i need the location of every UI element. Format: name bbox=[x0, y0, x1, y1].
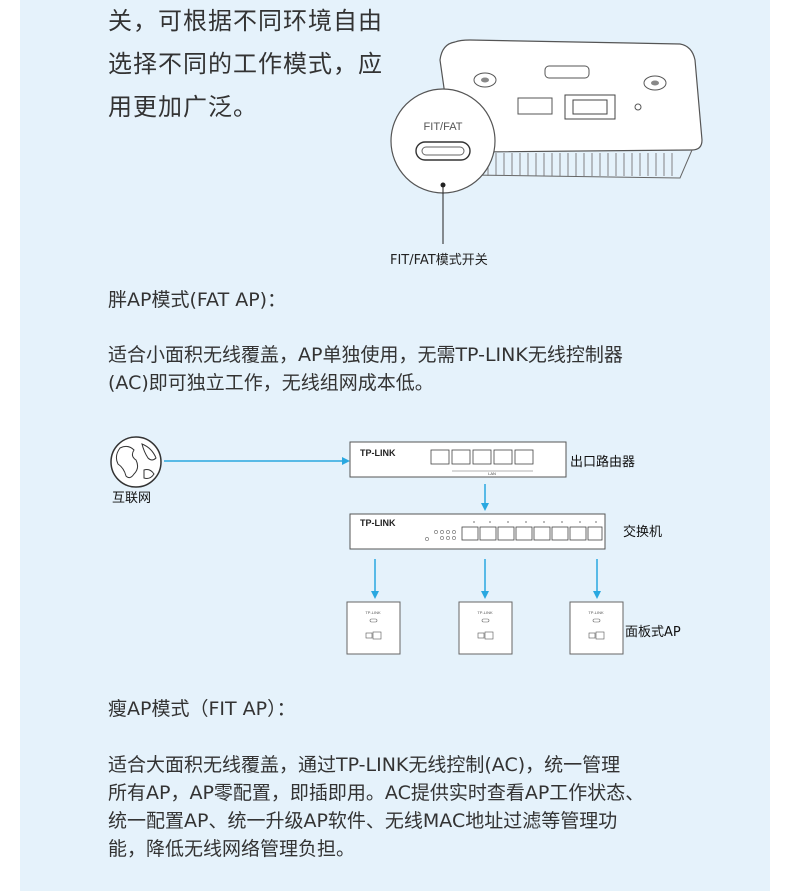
fit-mode-description: 适合大面积无线覆盖，通过TP-LINK无线控制(AC)，统一管理 所有AP，AP… bbox=[108, 751, 708, 863]
network-diagram-svg: TP-LINK LAN TP-LINK bbox=[110, 436, 624, 655]
fat-mode-description: 适合小面积无线覆盖，AP单独使用，无需TP-LINK无线控制器 (AC)即可独立… bbox=[108, 341, 708, 397]
switch-brand: TP-LINK bbox=[360, 518, 396, 528]
panel-ap-icon: TP-LINK bbox=[569, 601, 624, 655]
router-icon bbox=[349, 441, 567, 478]
switch-icon bbox=[349, 513, 606, 550]
router-port-label: LAN bbox=[488, 471, 496, 476]
switch-caption: FIT/FAT模式开关 bbox=[390, 253, 488, 268]
router-label: 出口路由器 bbox=[570, 455, 636, 470]
router-brand: TP-LINK bbox=[360, 448, 396, 458]
panel-ap-icon: TP-LINK bbox=[458, 601, 513, 655]
network-diagram: TP-LINK LAN TP-LINK bbox=[100, 430, 720, 670]
ap-brand: TP-LINK bbox=[365, 610, 381, 615]
fit-mode-title: 瘦AP模式（FIT AP）： bbox=[108, 698, 296, 720]
fat-desc-line: 适合小面积无线覆盖，AP单独使用，无需TP-LINK无线控制器 bbox=[108, 344, 623, 366]
fit-desc-line: 适合大面积无线覆盖，通过TP-LINK无线控制(AC)，统一管理 bbox=[108, 754, 621, 776]
internet-label: 互联网 bbox=[112, 491, 152, 506]
fat-desc-line: (AC)即可独立工作，无线组网成本低。 bbox=[108, 372, 434, 394]
switch-label: 交换机 bbox=[623, 525, 663, 540]
intro-line: 选择不同的工作模式，应 bbox=[108, 50, 383, 78]
intro-line: 关，可根据不同环境自由 bbox=[108, 7, 383, 35]
fit-desc-line: 能，降低无线网络管理负担。 bbox=[108, 838, 356, 860]
fit-desc-line: 统一配置AP、统一升级AP软件、无线MAC地址过滤等管理功 bbox=[108, 810, 618, 832]
fat-mode-title: 胖AP模式(FAT AP)： bbox=[108, 289, 287, 311]
ap-brand: TP-LINK bbox=[477, 610, 493, 615]
intro-paragraph: 关，可根据不同环境自由 选择不同的工作模式，应 用更加广泛。 bbox=[108, 0, 418, 129]
ap-label: 面板式AP bbox=[625, 625, 681, 640]
globe-icon bbox=[110, 436, 162, 488]
panel-ap-icon: TP-LINK bbox=[346, 601, 401, 655]
switch-label: FIT/FAT bbox=[424, 121, 463, 133]
panel-ap-device-illustration: FIT/FAT bbox=[390, 39, 703, 244]
ap-brand: TP-LINK bbox=[588, 610, 604, 615]
fit-desc-line: 所有AP，AP零配置，即插即用。AC提供实时查看AP工作状态、 bbox=[108, 782, 645, 804]
intro-line: 用更加广泛。 bbox=[108, 93, 258, 121]
